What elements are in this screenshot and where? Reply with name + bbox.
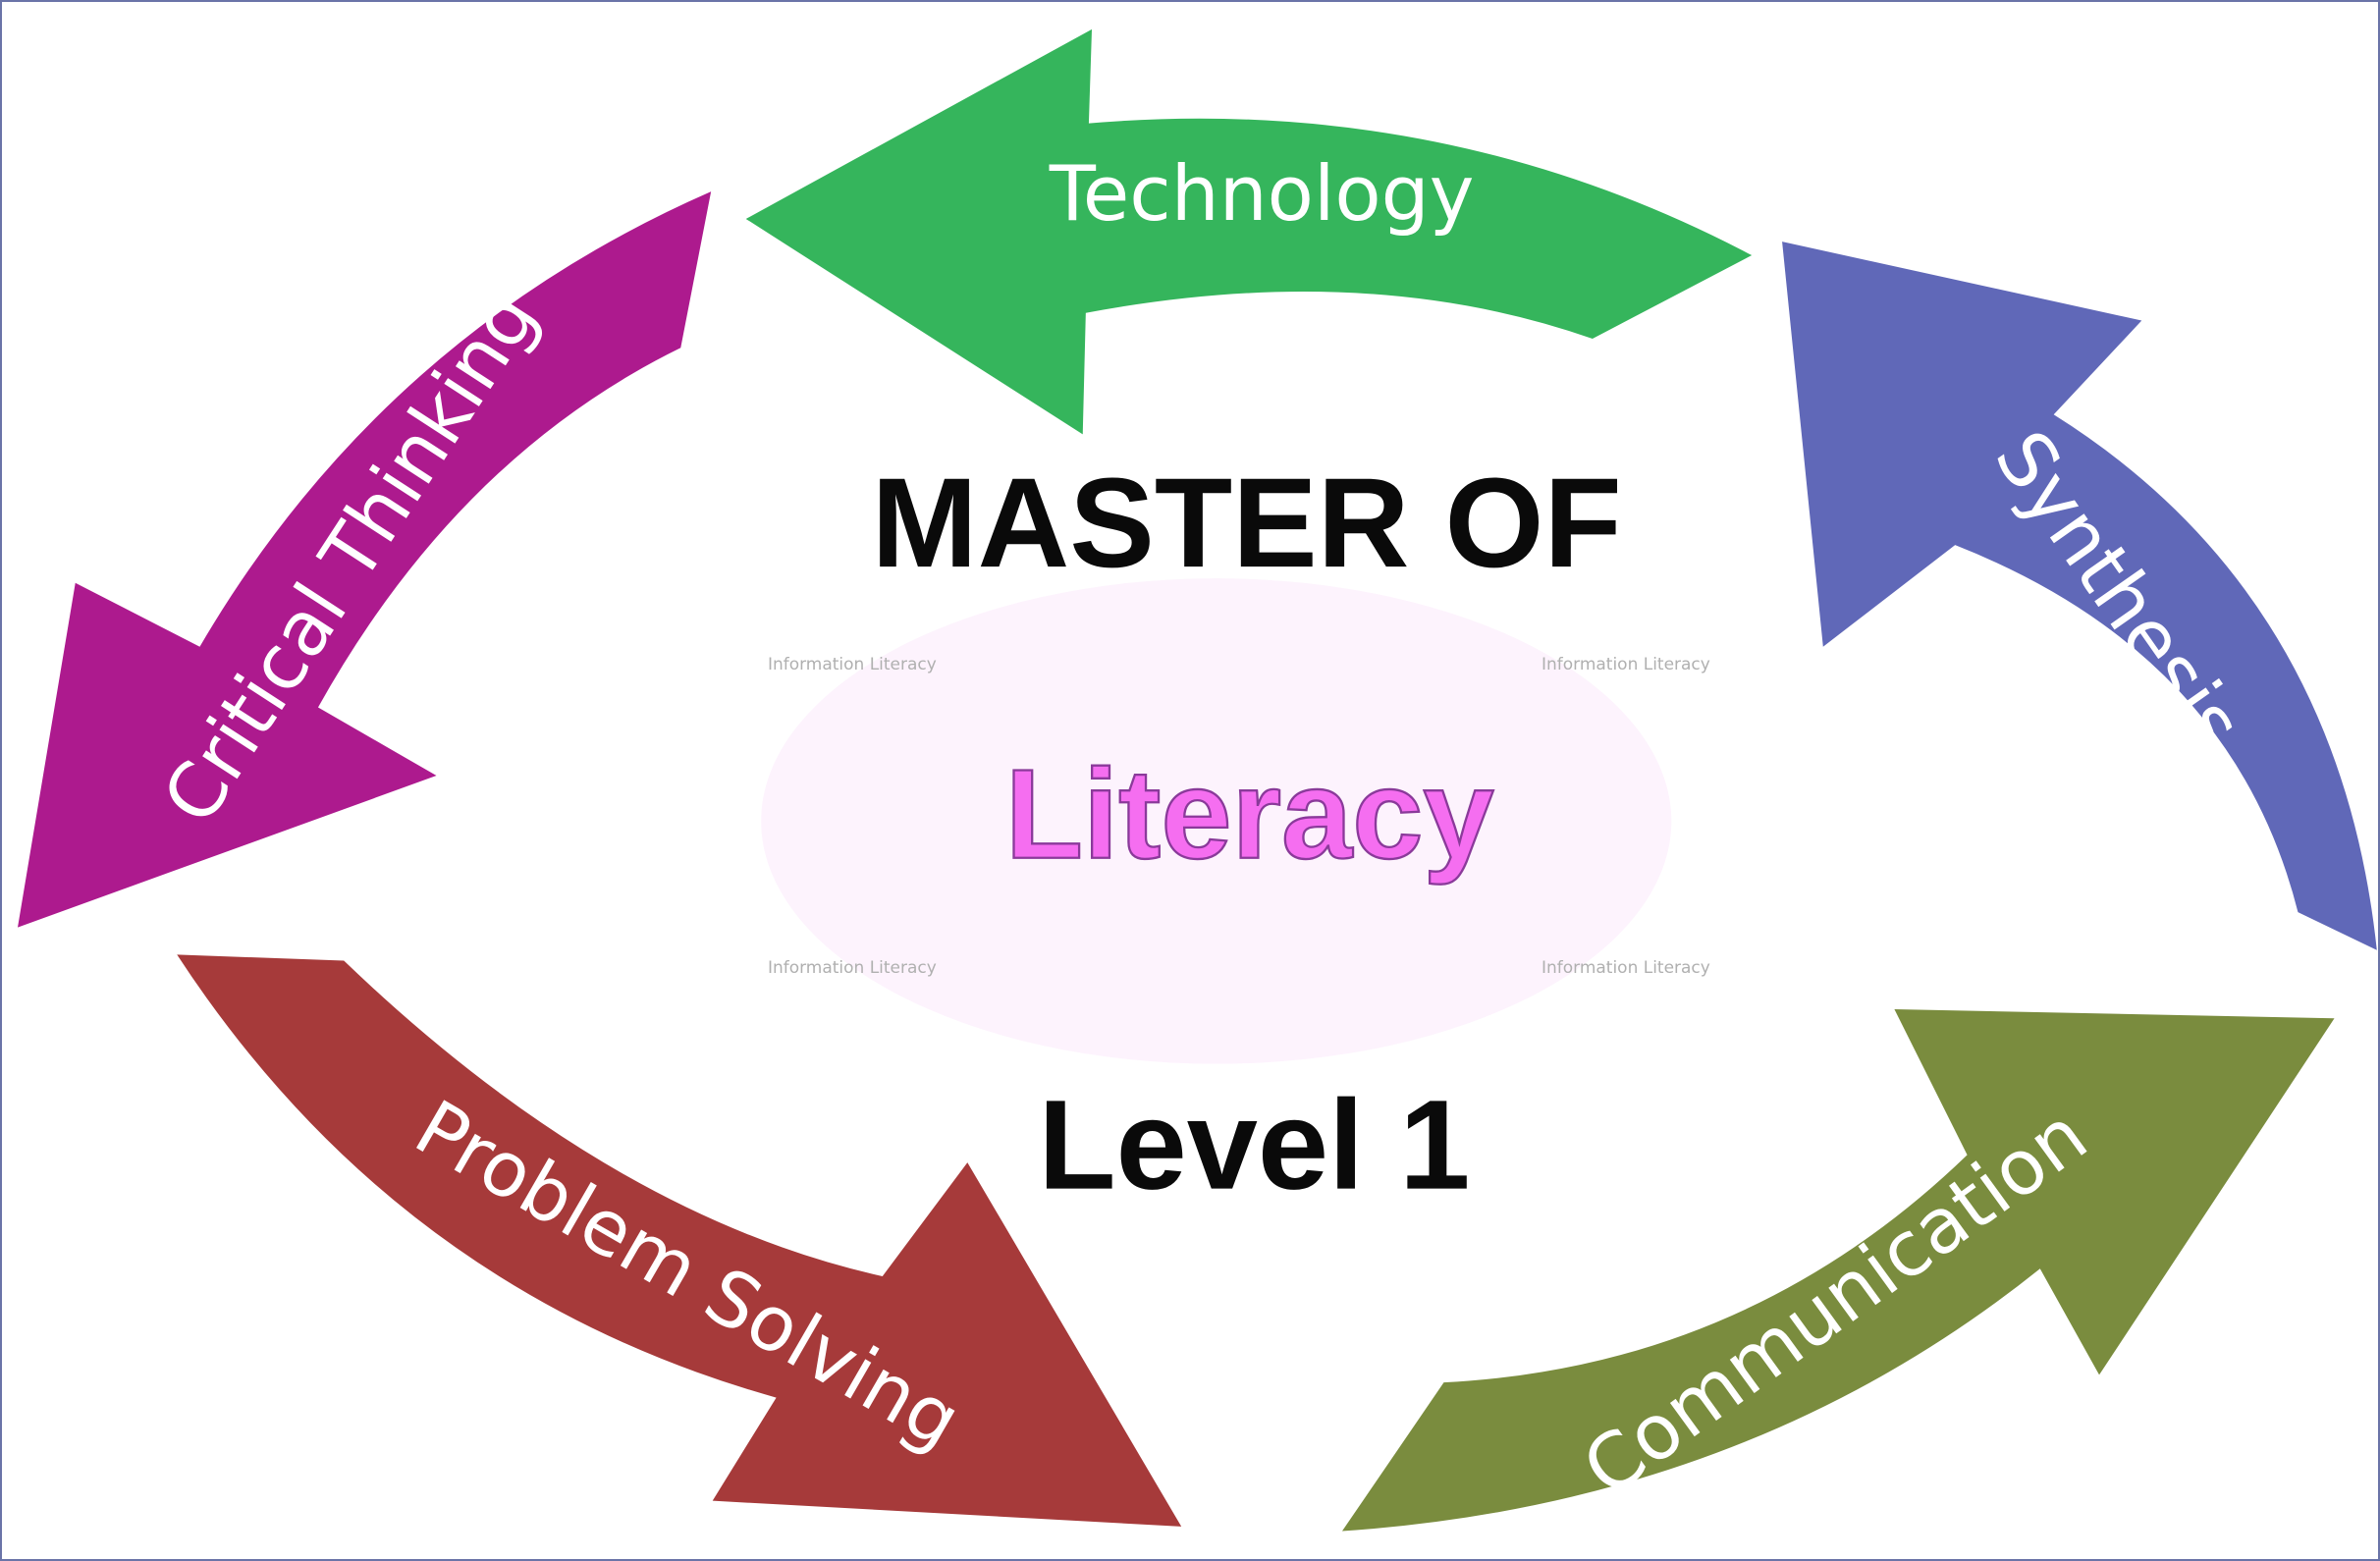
- problem-solving-arrow: [177, 954, 1182, 1527]
- technology-label: Technology: [1049, 150, 1475, 239]
- communication-label: Communication: [1568, 1091, 2103, 1514]
- title-literacy: Literacy: [1005, 743, 1494, 886]
- critical-thinking-arrow: [18, 191, 712, 928]
- communication-arrow: [1341, 1009, 2335, 1532]
- title-level: Level 1: [1038, 1074, 1470, 1216]
- technology-arrow: [745, 28, 1753, 435]
- background-label: Information Literacy: [1542, 655, 1710, 674]
- background-label: Information Literacy: [1542, 958, 1710, 978]
- background-label: Information Literacy: [768, 958, 937, 978]
- background-label: Information Literacy: [768, 655, 937, 674]
- title-master-of: MASTER OF: [872, 452, 1622, 594]
- synthesis-arrow: [1782, 242, 2377, 950]
